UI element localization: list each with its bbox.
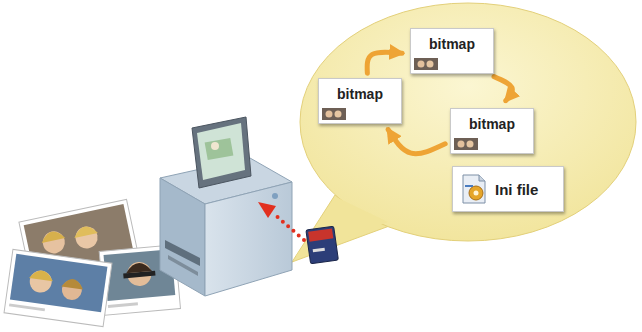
file-icon bbox=[459, 173, 489, 205]
printed-photos bbox=[4, 199, 180, 326]
cycle-arrow bbox=[367, 52, 402, 73]
insert-arrow bbox=[258, 202, 304, 240]
thumbnail bbox=[414, 58, 438, 70]
cycle-arrow bbox=[388, 130, 445, 154]
card-label: bitmap bbox=[319, 86, 401, 102]
thumbnail bbox=[322, 108, 346, 120]
thumbnail bbox=[454, 138, 478, 150]
bitmap-card: bitmap bbox=[318, 78, 402, 124]
photo-printer bbox=[160, 117, 292, 296]
cycle-arrow bbox=[494, 77, 512, 101]
memory-card bbox=[306, 226, 338, 264]
card-label: Ini file bbox=[495, 181, 538, 198]
card-label: bitmap bbox=[451, 116, 533, 132]
bitmap-card: bitmap bbox=[450, 108, 534, 154]
file-card: Ini file bbox=[452, 166, 564, 212]
bitmap-card: bitmap bbox=[410, 28, 494, 74]
card-label: bitmap bbox=[411, 36, 493, 52]
speech-bubble bbox=[292, 3, 636, 262]
